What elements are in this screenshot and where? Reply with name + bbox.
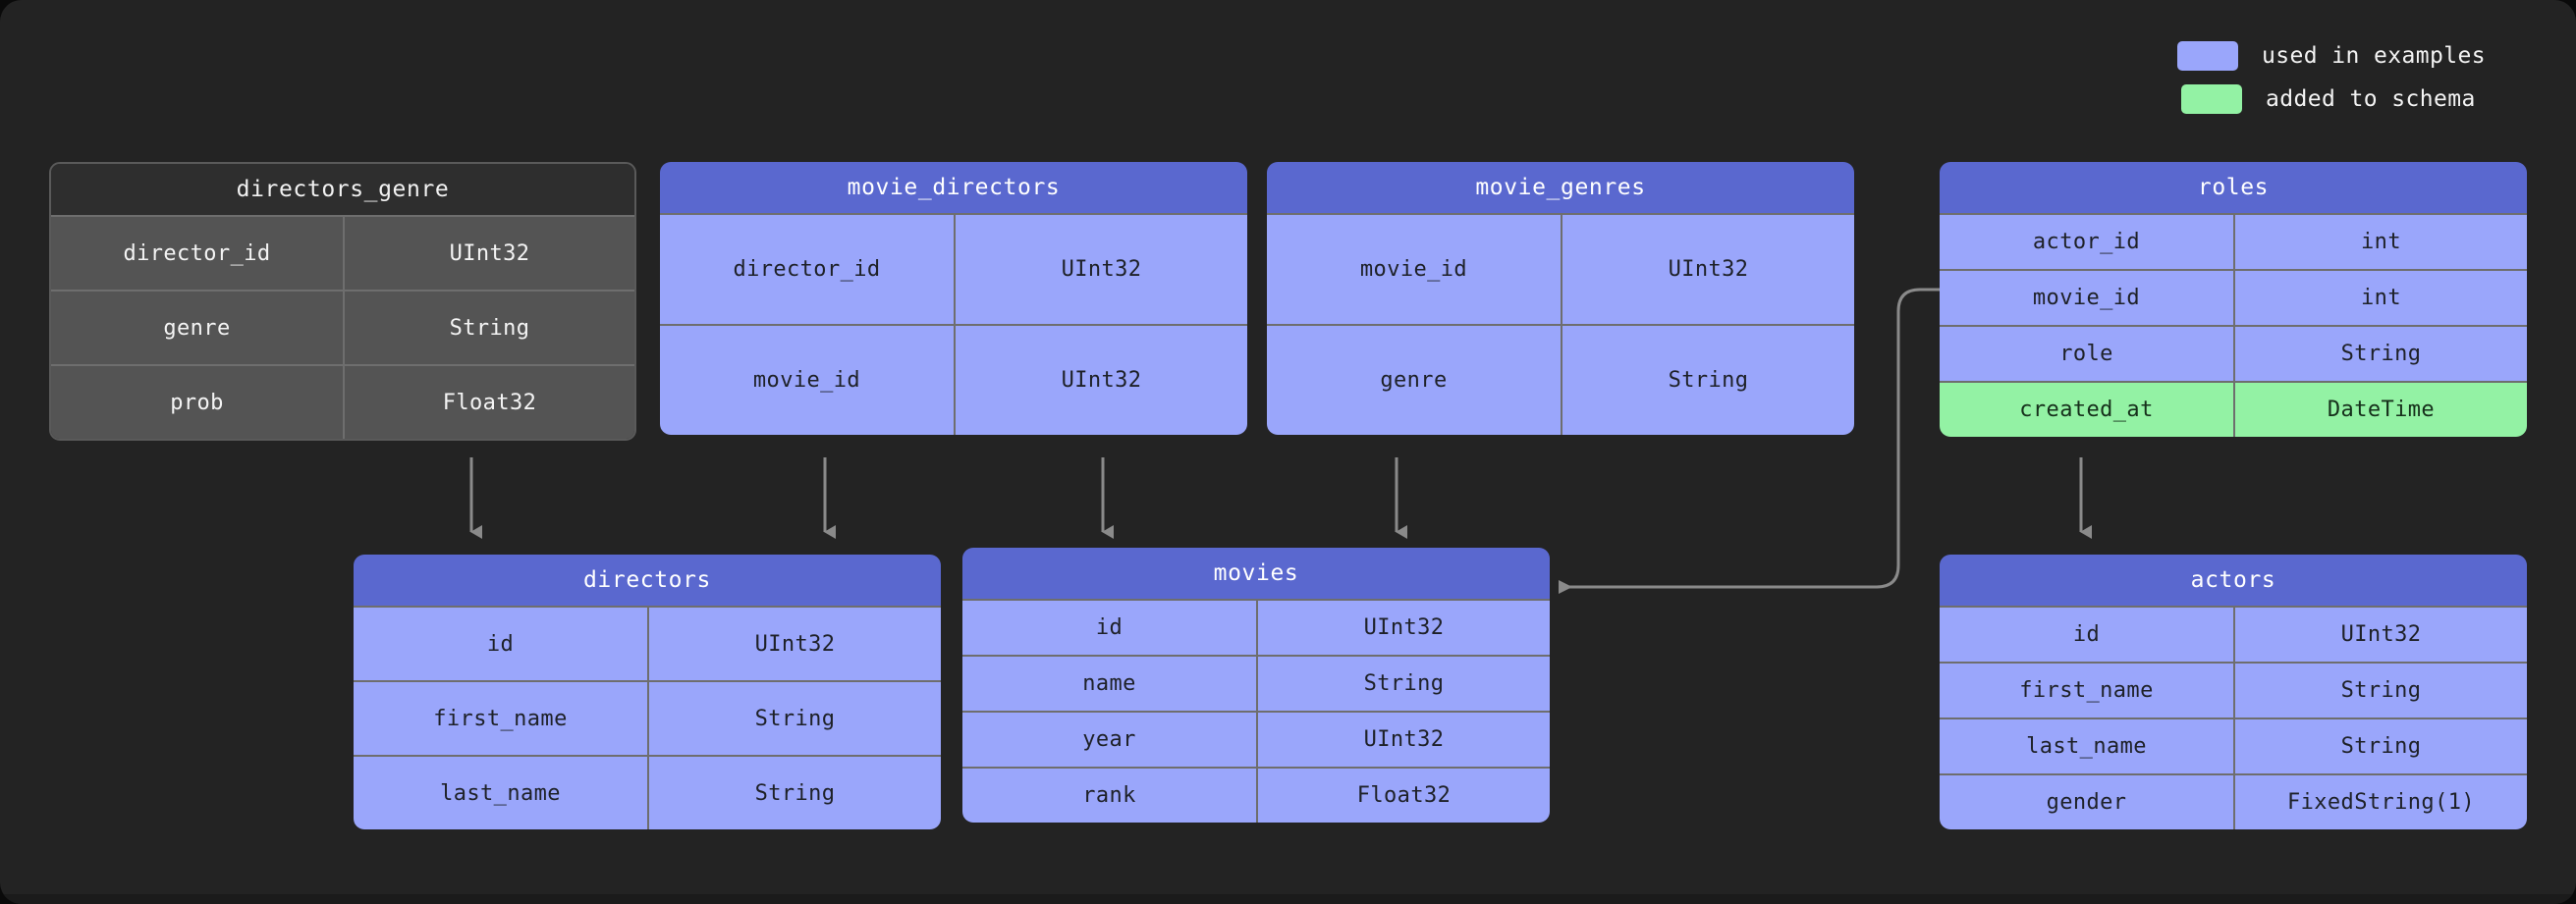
column-type-actor_id: int bbox=[2233, 213, 2527, 269]
column-type-first_name: String bbox=[2233, 662, 2527, 718]
column-name-gender: gender bbox=[1940, 773, 2233, 829]
column-name-genre: genre bbox=[1267, 324, 1561, 435]
table-title-movies: movies bbox=[962, 548, 1550, 599]
column-name-id: id bbox=[354, 606, 647, 680]
table-title-directors_genre: directors_genre bbox=[51, 164, 634, 215]
column-name-genre: genre bbox=[51, 290, 343, 364]
column-name-rank: rank bbox=[962, 767, 1256, 823]
legend-label-used-in-examples: used in examples bbox=[2262, 43, 2486, 69]
legend-item-used-in-examples: used in examples bbox=[2177, 41, 2486, 71]
column-name-created_at: created_at bbox=[1940, 381, 2233, 437]
legend: used in examples added to schema bbox=[2177, 41, 2486, 114]
column-type-director_id: UInt32 bbox=[343, 215, 634, 290]
table-title-directors: directors bbox=[354, 555, 941, 606]
column-type-director_id: UInt32 bbox=[954, 213, 1247, 324]
column-type-id: UInt32 bbox=[1256, 599, 1550, 655]
column-name-movie_id: movie_id bbox=[1940, 269, 2233, 325]
column-type-year: UInt32 bbox=[1256, 711, 1550, 767]
column-type-rank: Float32 bbox=[1256, 767, 1550, 823]
column-type-movie_id: int bbox=[2233, 269, 2527, 325]
column-type-prob: Float32 bbox=[343, 364, 634, 439]
column-type-movie_id: UInt32 bbox=[1561, 213, 1854, 324]
column-type-id: UInt32 bbox=[647, 606, 941, 680]
column-name-actor_id: actor_id bbox=[1940, 213, 2233, 269]
column-name-id: id bbox=[962, 599, 1256, 655]
legend-label-added-to-schema: added to schema bbox=[2266, 86, 2476, 112]
column-name-name: name bbox=[962, 655, 1256, 711]
column-type-last_name: String bbox=[2233, 718, 2527, 773]
column-name-last_name: last_name bbox=[354, 755, 647, 829]
column-type-movie_id: UInt32 bbox=[954, 324, 1247, 435]
table-title-movie_directors: movie_directors bbox=[660, 162, 1247, 213]
column-type-gender: FixedString(1) bbox=[2233, 773, 2527, 829]
column-name-year: year bbox=[962, 711, 1256, 767]
column-name-movie_id: movie_id bbox=[1267, 213, 1561, 324]
column-name-role: role bbox=[1940, 325, 2233, 381]
column-name-prob: prob bbox=[51, 364, 343, 439]
column-type-last_name: String bbox=[647, 755, 941, 829]
column-name-first_name: first_name bbox=[1940, 662, 2233, 718]
column-type-genre: String bbox=[343, 290, 634, 364]
table-title-movie_genres: movie_genres bbox=[1267, 162, 1854, 213]
column-type-name: String bbox=[1256, 655, 1550, 711]
table-title-roles: roles bbox=[1940, 162, 2527, 213]
bottom-strip bbox=[0, 894, 2576, 904]
column-name-last_name: last_name bbox=[1940, 718, 2233, 773]
legend-swatch-used-in-examples bbox=[2177, 41, 2239, 71]
column-name-director_id: director_id bbox=[660, 213, 954, 324]
legend-swatch-added-to-schema bbox=[2181, 84, 2242, 114]
column-name-director_id: director_id bbox=[51, 215, 343, 290]
column-name-id: id bbox=[1940, 606, 2233, 662]
column-type-genre: String bbox=[1561, 324, 1854, 435]
column-type-id: UInt32 bbox=[2233, 606, 2527, 662]
column-type-first_name: String bbox=[647, 680, 941, 755]
legend-item-added-to-schema: added to schema bbox=[2177, 84, 2486, 114]
column-type-created_at: DateTime bbox=[2233, 381, 2527, 437]
column-name-first_name: first_name bbox=[354, 680, 647, 755]
table-title-actors: actors bbox=[1940, 555, 2527, 606]
column-name-movie_id: movie_id bbox=[660, 324, 954, 435]
column-type-role: String bbox=[2233, 325, 2527, 381]
